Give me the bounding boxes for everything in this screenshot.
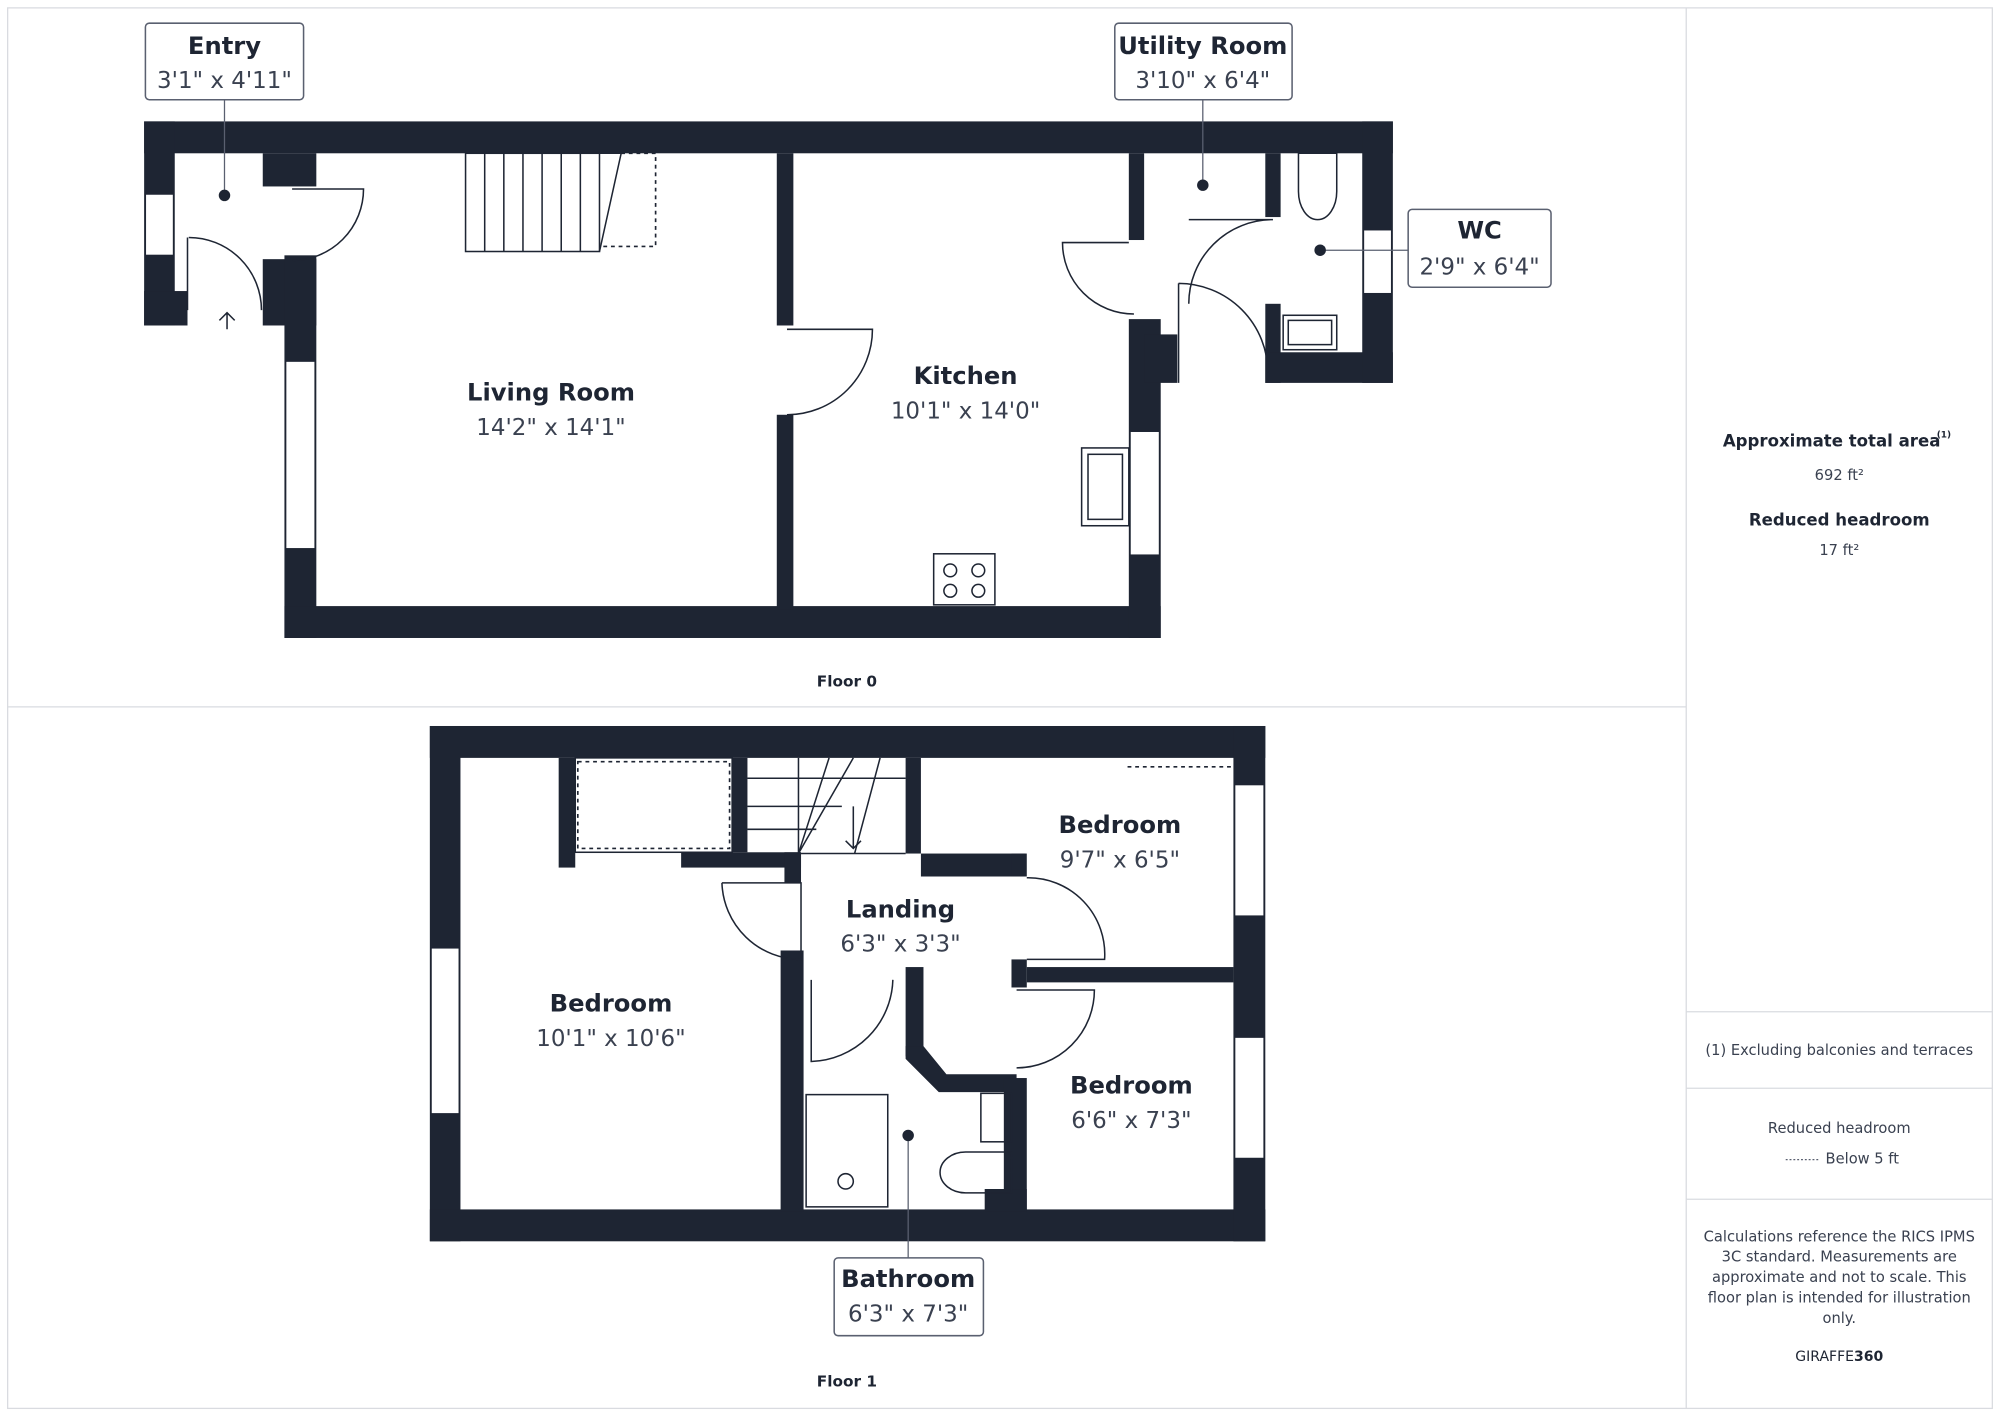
floor-1-plan	[429, 725, 1266, 1261]
room-name-wc: WC	[1457, 217, 1502, 245]
floor-0-label: Floor 0	[817, 672, 877, 690]
reduced-headroom-value: 17 ft²	[1819, 542, 1859, 559]
disclaimer-line: approximate and not to scale. This	[1712, 1269, 1967, 1286]
room-dims-bathroom: 6'3" x 7'3"	[848, 1302, 968, 1328]
room-label-box-utility	[1114, 22, 1293, 101]
room-name-entry: Entry	[188, 32, 261, 60]
disclaimer-line: Calculations reference the RICS IPMS	[1704, 1228, 1975, 1245]
disclaimer-line: only.	[1822, 1310, 1856, 1327]
total-area-value: 692 ft²	[1815, 467, 1864, 484]
floor-1-label: Floor 1	[817, 1373, 877, 1391]
legend-item: Below 5 ft	[1826, 1150, 1900, 1167]
room-label-box-bathroom	[833, 1257, 985, 1337]
room-dims-entry: 3'1" x 4'11"	[157, 68, 292, 94]
room-name-bathroom: Bathroom	[841, 1265, 975, 1293]
total-area-label: Approximate total area	[1723, 432, 1941, 451]
room-name-bedroom-2: Bedroom	[550, 990, 673, 1018]
room-name-kitchen: Kitchen	[914, 362, 1018, 390]
legend-title: Reduced headroom	[1768, 1120, 1911, 1137]
floor-0-plan	[144, 99, 1409, 638]
room-dims-bedroom-3: 6'6" x 7'3"	[1071, 1108, 1191, 1134]
room-name-bedroom-3: Bedroom	[1070, 1071, 1193, 1099]
total-area-footnote-marker: (1)	[1937, 431, 1951, 441]
room-name-utility-room: Utility Room	[1118, 32, 1287, 60]
room-dims-kitchen: 10'1" x 14'0"	[891, 399, 1040, 425]
room-name-bedroom-1: Bedroom	[1059, 811, 1182, 839]
room-dims-wc: 2'9" x 6'4"	[1419, 254, 1539, 280]
reduced-headroom-label: Reduced headroom	[1749, 511, 1930, 530]
room-dims-landing: 6'3" x 3'3"	[840, 932, 960, 958]
room-label-box-entry	[144, 22, 305, 101]
room-dims-bedroom-1: 9'7" x 6'5"	[1060, 848, 1180, 874]
footnote-text: (1) Excluding balconies and terraces	[1705, 1042, 1973, 1059]
room-dims-bedroom-2: 10'1" x 10'6"	[536, 1026, 685, 1052]
room-dims-living-room: 14'2" x 14'1"	[476, 415, 625, 441]
brand-logo: GIRAFFE360	[1795, 1349, 1883, 1365]
room-name-landing: Landing	[846, 895, 955, 923]
sheet-border	[7, 7, 1993, 1410]
room-name-living-room: Living Room	[467, 379, 635, 407]
disclaimer-line: 3C standard. Measurements are	[1722, 1249, 1957, 1266]
room-label-box-wc	[1407, 208, 1552, 288]
room-dims-utility-room: 3'10" x 6'4"	[1135, 68, 1270, 94]
disclaimer-line: floor plan is intended for illustration	[1708, 1290, 1971, 1307]
